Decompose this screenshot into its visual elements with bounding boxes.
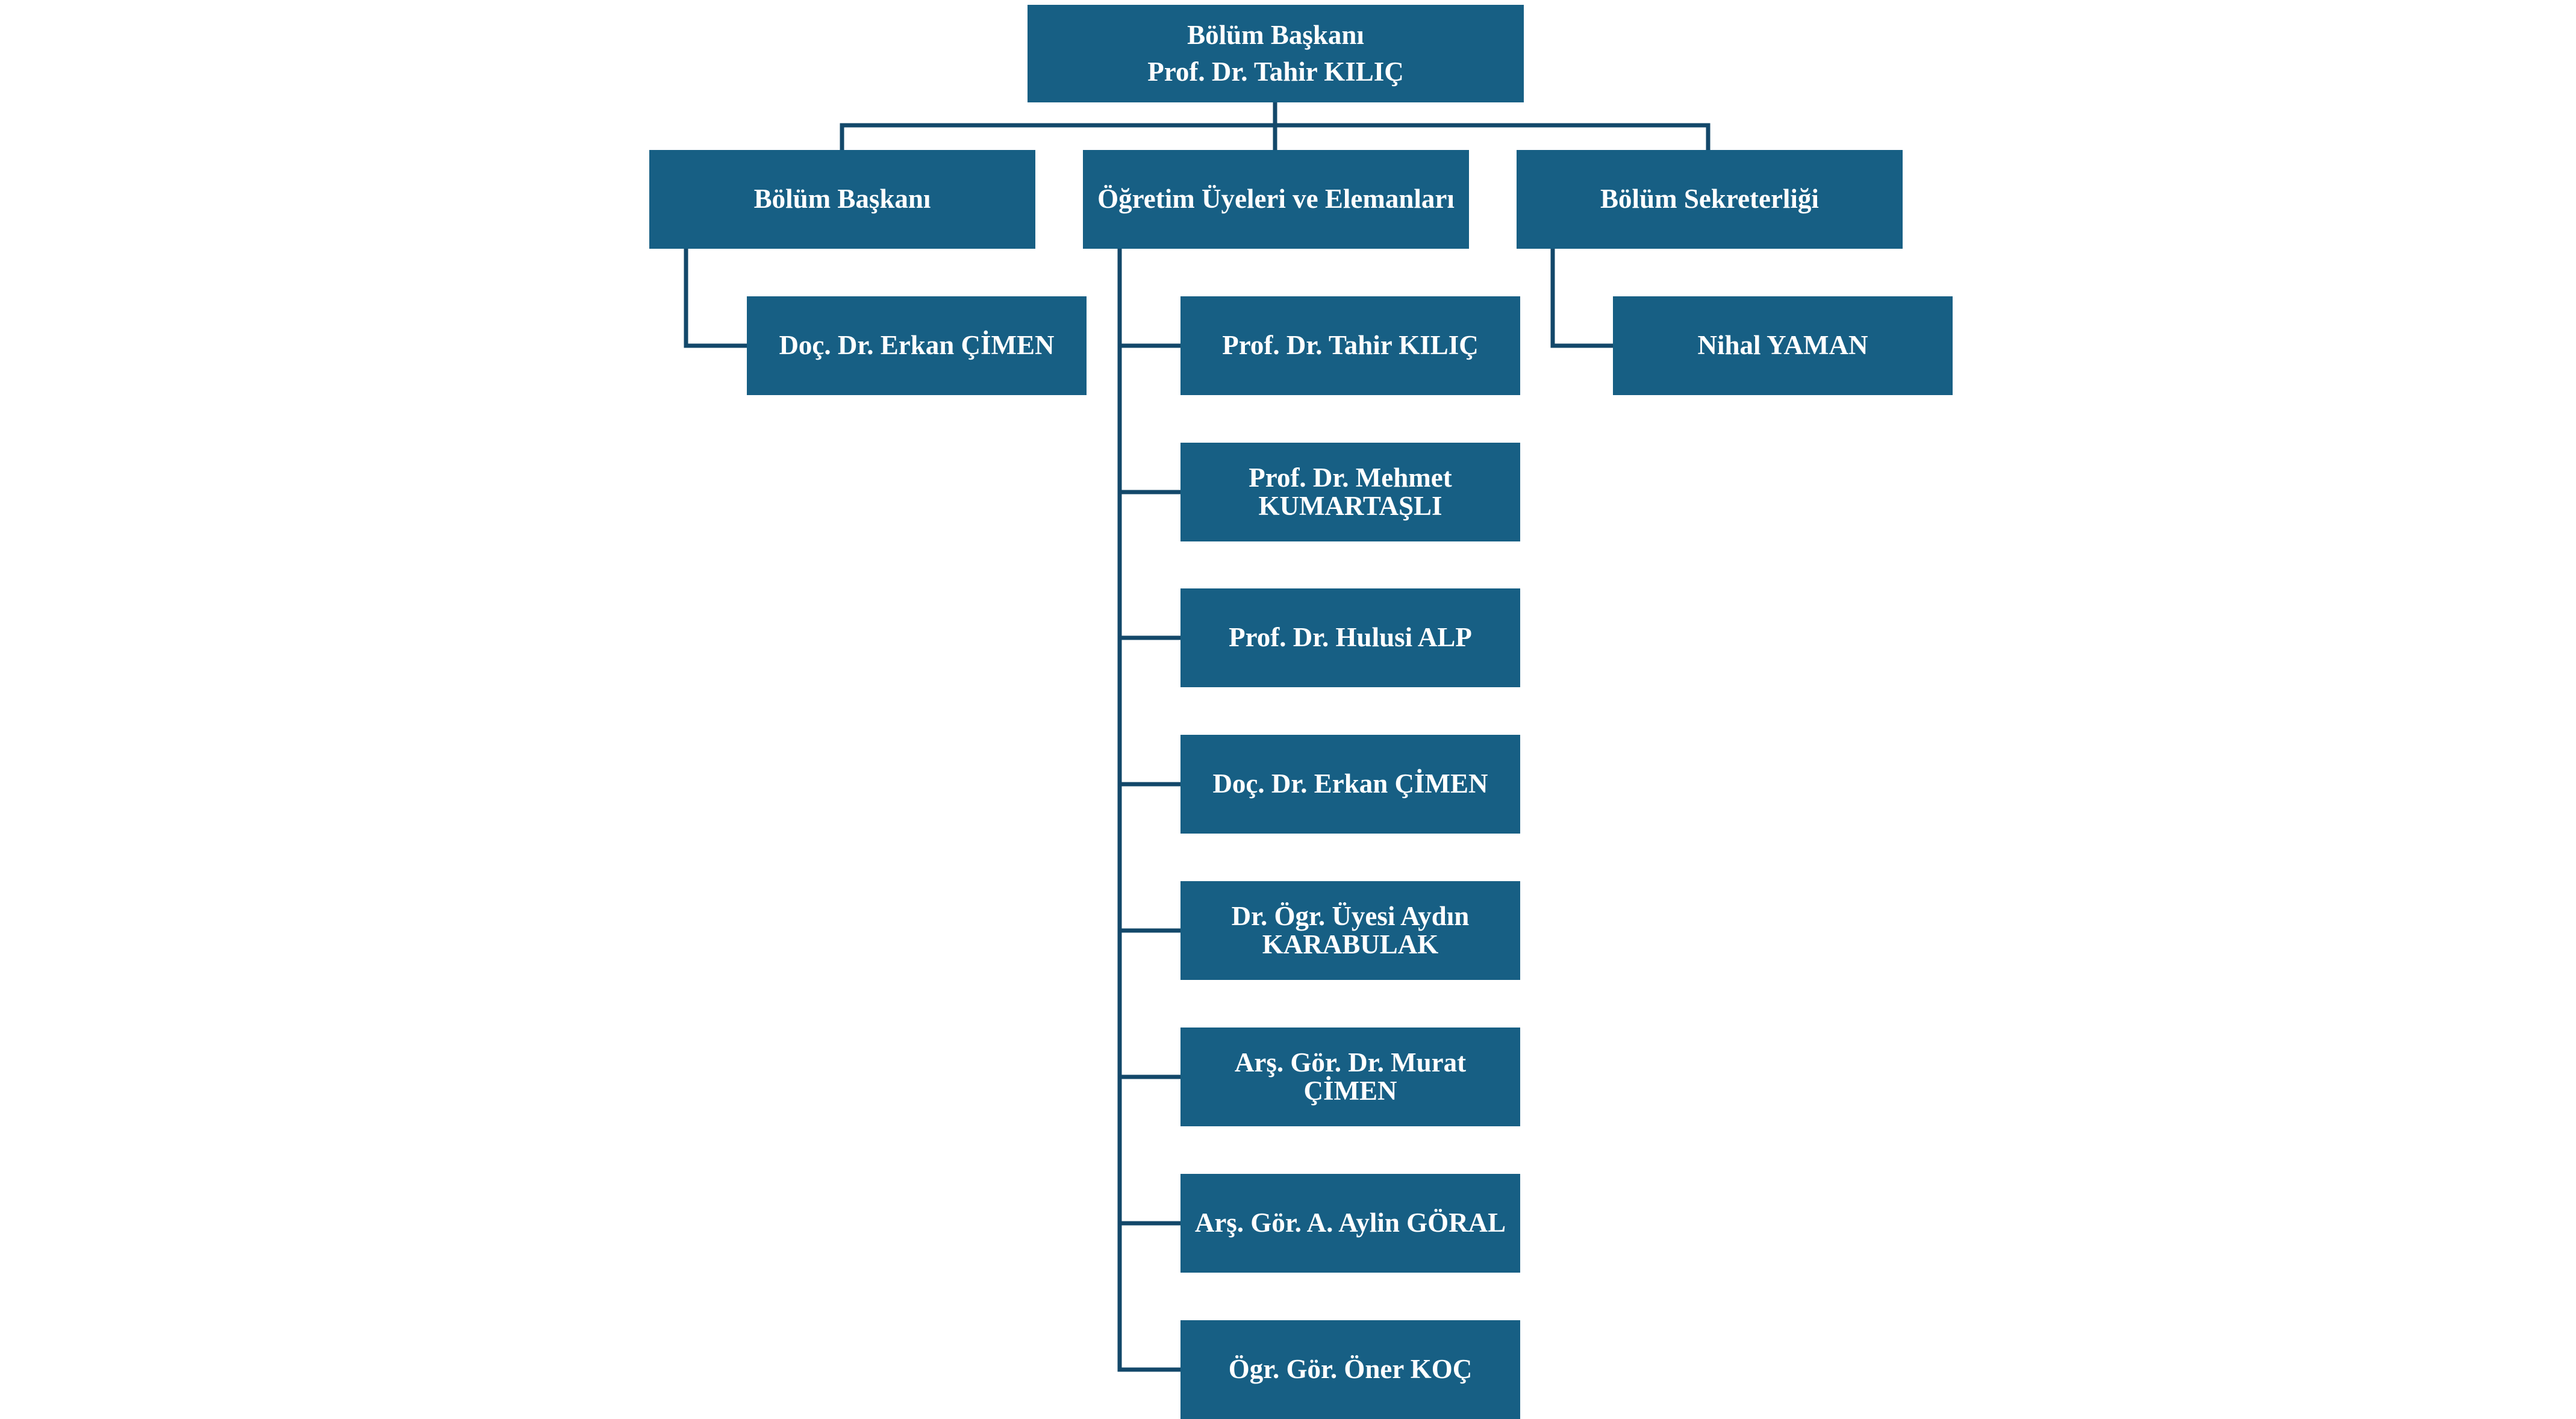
head-name: Prof. Dr. Tahir KILIÇ xyxy=(1147,57,1404,87)
chair-member-connector xyxy=(684,248,748,348)
chair-branch-title: Bölüm Başkanı xyxy=(753,184,931,214)
faculty-member-name: Arş. Gör. A. Aylin GÖRAL xyxy=(1194,1208,1506,1238)
faculty-member-name: Arş. Gör. Dr. Murat ÇİMEN xyxy=(1234,1047,1467,1106)
faculty-member-name: Prof. Dr. Mehmet KUMARTAŞLI xyxy=(1249,462,1452,521)
head-title: Bölüm Başkanı xyxy=(1187,19,1364,50)
secretariat-member-box: Nihal YAMAN xyxy=(1613,296,1953,395)
chair-branch-box: Bölüm Başkanı xyxy=(649,150,1035,249)
faculty-member-name: Doç. Dr. Erkan ÇİMEN xyxy=(1212,769,1488,799)
faculty-member-name: Dr. Ögr. Üyesi Aydın KARABULAK xyxy=(1231,900,1470,959)
faculty-member-box: Doç. Dr. Erkan ÇİMEN xyxy=(1180,735,1520,834)
faculty-member-box: Prof. Dr. Hulusi ALP xyxy=(1180,588,1520,687)
faculty-branch-box: Öğretim Üyeleri ve Elemanları xyxy=(1083,150,1469,249)
faculty-member-name: Prof. Dr. Hulusi ALP xyxy=(1229,622,1472,653)
secretariat-branch-title: Bölüm Sekreterliği xyxy=(1600,184,1819,214)
secretariat-branch-box: Bölüm Sekreterliği xyxy=(1517,150,1903,249)
faculty-member-box: Arş. Gör. Dr. Murat ÇİMEN xyxy=(1180,1028,1520,1126)
chair-member-box: Doç. Dr. Erkan ÇİMEN xyxy=(747,296,1087,395)
faculty-member-box: Prof. Dr. Mehmet KUMARTAŞLI xyxy=(1180,443,1520,541)
faculty-member-box: Arş. Gör. A. Aylin GÖRAL xyxy=(1180,1174,1520,1273)
faculty-member-box: Ögr. Gör. Öner KOÇ xyxy=(1180,1320,1520,1419)
chair-member-name: Doç. Dr. Erkan ÇİMEN xyxy=(779,330,1055,361)
secretariat-member-connector xyxy=(1550,248,1614,348)
faculty-branch-title: Öğretim Üyeleri ve Elemanları xyxy=(1097,184,1455,214)
head-box: Bölüm Başkanı Prof. Dr. Tahir KILIÇ xyxy=(1028,5,1524,102)
secretariat-member-name: Nihal YAMAN xyxy=(1697,330,1868,361)
faculty-member-name: Ögr. Gör. Öner KOÇ xyxy=(1228,1354,1473,1385)
faculty-member-box: Prof. Dr. Tahir KILIÇ xyxy=(1180,296,1520,395)
faculty-member-box: Dr. Ögr. Üyesi Aydın KARABULAK xyxy=(1180,881,1520,980)
faculty-member-name: Prof. Dr. Tahir KILIÇ xyxy=(1222,330,1479,361)
